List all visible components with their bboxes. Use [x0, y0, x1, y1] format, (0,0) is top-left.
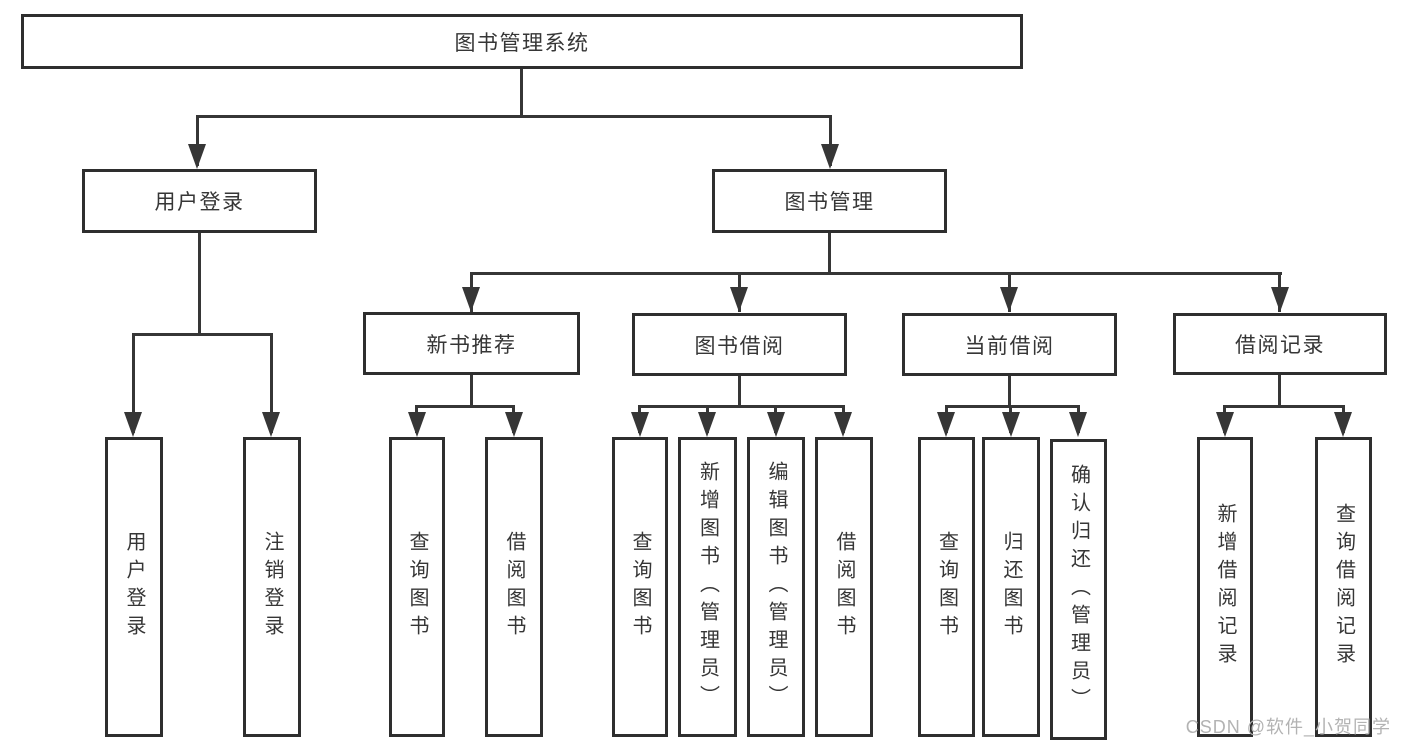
arrow-down-icon — [1216, 412, 1234, 437]
arrow-down-icon — [1000, 287, 1018, 312]
leaf-query-books-recommend: 查询图书 — [389, 437, 445, 737]
arrow-down-icon — [767, 412, 785, 437]
node-library-management-system: 图书管理系统 — [21, 14, 1023, 69]
leaf-label: 查询借阅记录 — [1332, 503, 1355, 671]
node-borrow-records: 借阅记录 — [1173, 313, 1387, 375]
leaf-label: 用户登录 — [123, 531, 145, 643]
connector-records-bar — [1223, 405, 1344, 408]
connector-borrow-stem — [738, 376, 741, 407]
arrow-down-icon — [262, 412, 280, 437]
leaf-query-books-borrow: 查询图书 — [612, 437, 668, 737]
connector-recommend-stem — [470, 375, 473, 407]
node-book-borrow: 图书借阅 — [632, 313, 847, 376]
node-label: 借阅记录 — [1235, 334, 1325, 357]
arrow-down-icon — [730, 287, 748, 312]
leaf-add-borrow-record: 新增借阅记录 — [1197, 437, 1253, 737]
node-label: 图书管理 — [784, 191, 875, 214]
leaf-borrow-books: 借阅图书 — [815, 437, 873, 737]
leaf-label: 注销登录 — [261, 531, 283, 643]
arrow-down-icon — [1069, 412, 1087, 437]
arrow-down-icon — [124, 412, 142, 437]
connector-recommend-bar — [415, 405, 515, 408]
node-user-login: 用户登录 — [82, 169, 317, 233]
arrow-down-icon — [1002, 412, 1020, 437]
connector-current-stem — [1008, 376, 1011, 407]
arrow-down-icon — [1271, 287, 1289, 312]
leaf-borrow-books-recommend: 借阅图书 — [485, 437, 543, 737]
connector-login-drop2 — [270, 333, 273, 433]
node-book-management: 图书管理 — [712, 169, 947, 233]
connector-root-drop-right — [829, 115, 832, 166]
arrow-down-icon — [188, 144, 206, 169]
node-label: 用户登录 — [154, 191, 245, 214]
node-current-borrow: 当前借阅 — [902, 313, 1117, 376]
arrow-down-icon — [937, 412, 955, 437]
leaf-label: 查询图书 — [406, 531, 428, 643]
leaf-edit-book-admin: 编辑图书（管理员） — [747, 437, 805, 737]
leaf-label: 查询图书 — [629, 531, 651, 643]
leaf-add-book-admin: 新增图书（管理员） — [678, 437, 737, 737]
arrow-down-icon — [821, 144, 839, 169]
leaf-label: 借阅图书 — [503, 531, 525, 643]
connector-root-stem — [520, 69, 523, 117]
leaf-confirm-return-admin: 确认归还（管理员） — [1050, 439, 1107, 740]
leaf-label: 归还图书 — [1000, 531, 1022, 643]
connector-login-stem — [198, 233, 201, 335]
connector-mgmt-stem — [828, 233, 831, 274]
connector-root-bar — [196, 115, 832, 118]
leaf-query-books-current: 查询图书 — [918, 437, 975, 737]
connector-records-stem — [1278, 375, 1281, 407]
arrow-down-icon — [408, 412, 426, 437]
arrow-down-icon — [698, 412, 716, 437]
arrow-down-icon — [1334, 412, 1352, 437]
node-label: 当前借阅 — [964, 334, 1055, 358]
leaf-logout: 注销登录 — [243, 437, 301, 737]
connector-root-drop-left — [196, 115, 199, 166]
connector-login-drop1 — [132, 333, 135, 433]
connector-login-bar — [132, 333, 273, 336]
arrow-down-icon — [505, 412, 523, 437]
connector-borrow-bar — [638, 405, 844, 408]
node-label: 图书管理系统 — [454, 31, 590, 55]
arrow-down-icon — [834, 412, 852, 437]
leaf-return-books: 归还图书 — [982, 437, 1040, 737]
node-label: 图书借阅 — [694, 334, 785, 358]
connector-mgmt-bar — [470, 272, 1282, 275]
leaf-query-borrow-record: 查询借阅记录 — [1315, 437, 1372, 737]
leaf-label: 新增借阅记录 — [1214, 503, 1236, 671]
leaf-label: 新增图书（管理员） — [696, 461, 719, 713]
node-label: 新书推荐 — [426, 333, 517, 357]
csdn-watermark: CSDN @软件_小贺同学 — [1185, 717, 1391, 737]
leaf-label: 编辑图书（管理员） — [765, 461, 787, 713]
leaf-label: 查询图书 — [935, 531, 958, 643]
leaf-user-login: 用户登录 — [105, 437, 163, 737]
arrow-down-icon — [631, 412, 649, 437]
leaf-label: 确认归还（管理员） — [1067, 463, 1090, 716]
leaf-label: 借阅图书 — [833, 531, 855, 643]
arrow-down-icon — [462, 287, 480, 312]
connector-current-bar — [945, 405, 1080, 408]
node-new-book-recommend: 新书推荐 — [363, 312, 580, 375]
